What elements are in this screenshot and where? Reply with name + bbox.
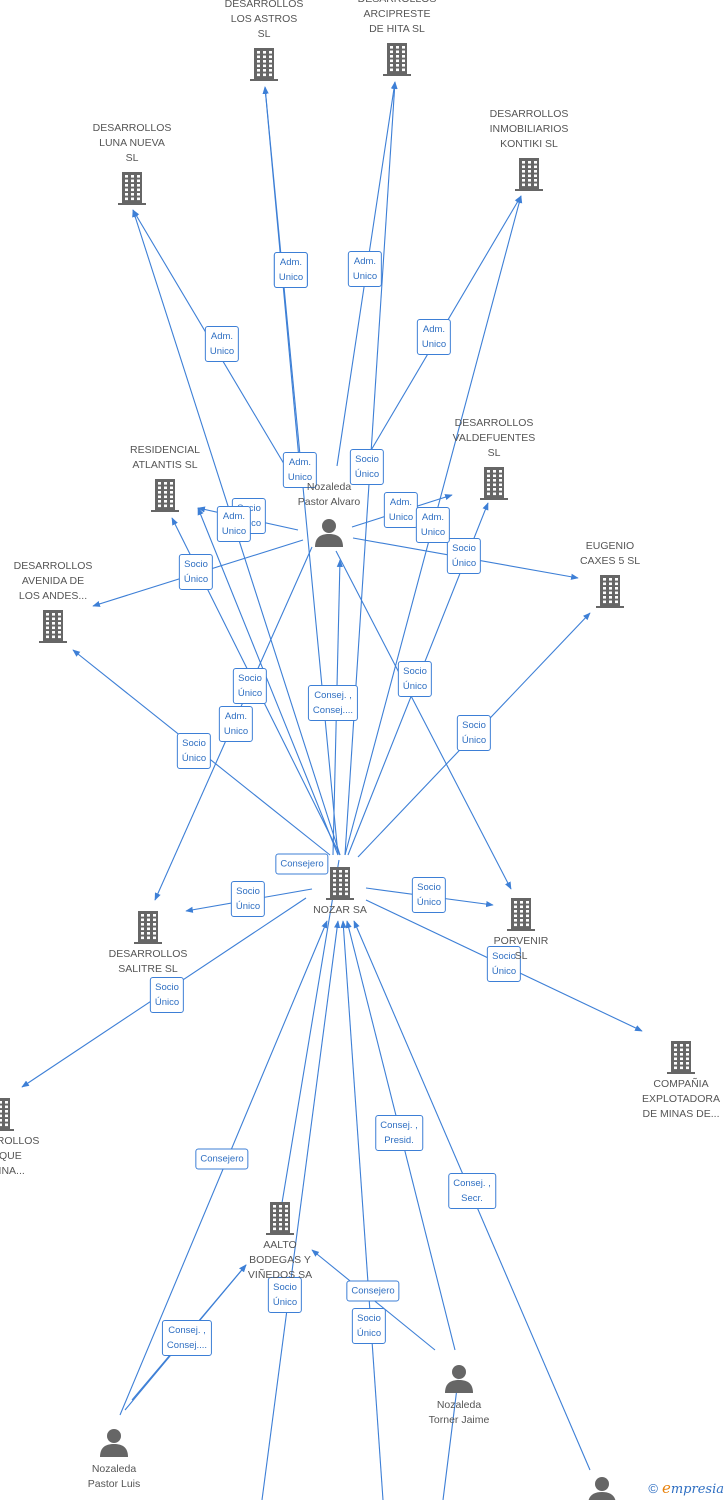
node-label: DESARROLLOS ARCIPRESTE DE HITA SL: [358, 0, 437, 35]
node-label: COMPAÑIA EXPLOTADORA DE MINAS DE...: [642, 1078, 720, 1120]
person-icon: [99, 1427, 129, 1462]
edge-label[interactable]: Adm. Unico: [383, 492, 419, 528]
node-label: Nozaleda Torner Jaime: [428, 1399, 490, 1426]
node-label: RESIDENCIAL ATLANTIS SL: [129, 444, 201, 471]
edge-line-e14: [197, 507, 339, 856]
building-icon: [149, 477, 181, 518]
building-icon: [513, 156, 545, 197]
building-icon: [116, 170, 148, 211]
edge-label[interactable]: Socio Único: [230, 881, 266, 917]
person-icon: [444, 1363, 474, 1398]
empresia-copyright[interactable]: ©empresia: [648, 1479, 724, 1497]
node-label: DESARROLLOS SALITRE SL: [108, 948, 188, 975]
building-icon: [594, 573, 626, 614]
edge-label[interactable]: Socio Único: [232, 668, 268, 704]
edge-label[interactable]: Adm. Unico: [216, 506, 252, 542]
node-label: NOZAR SA: [313, 904, 367, 916]
edge-label[interactable]: Socio Único: [176, 733, 212, 769]
node-label: DESARROLLOS VALDEFUENTES SL: [452, 417, 536, 459]
edge-label[interactable]: Consejero: [275, 853, 329, 875]
edge-bottom-jaime: [442, 1379, 461, 1500]
building-icon: [478, 465, 510, 506]
node-label: Nozaleda Pastor Luis: [87, 1463, 141, 1490]
edge-label[interactable]: Socio Único: [486, 946, 522, 982]
node-label: Nozaleda Pastor Alvaro: [297, 481, 361, 508]
edge-label[interactable]: Adm. Unico: [415, 507, 451, 543]
edge-label[interactable]: Socio Único: [149, 977, 185, 1013]
edge-label[interactable]: Consej. , Secr.: [448, 1173, 496, 1209]
edge-label[interactable]: Socio Único: [411, 877, 447, 913]
edge-label[interactable]: Socio Único: [267, 1277, 303, 1313]
empresia-logo-initial: e: [661, 1479, 671, 1497]
edge-line-e31: [340, 920, 384, 1500]
person-icon: [587, 1475, 617, 1500]
node-label: AALTO BODEGAS Y VIÑEDOS SA: [247, 1239, 313, 1281]
copyright-symbol: ©: [648, 1481, 658, 1496]
edge-label[interactable]: Consej. , Consej....: [307, 685, 359, 721]
node-label: DESARROLLOS LUNA NUEVA SL: [92, 122, 172, 164]
node-label: DESARROLLOS LOS ASTROS SL: [224, 0, 304, 40]
person-icon: [314, 517, 344, 552]
building-icon: [37, 608, 69, 649]
node-label: DESARROLLOS INMOBILIARIOS KONTIKI SL: [489, 108, 569, 150]
edge-label[interactable]: Consejero: [195, 1148, 249, 1170]
edge-label[interactable]: Adm. Unico: [273, 252, 309, 288]
edge-label[interactable]: Adm. Unico: [416, 319, 452, 355]
building-icon: [248, 46, 280, 87]
edge-label[interactable]: Socio Único: [446, 538, 482, 574]
edge-label[interactable]: Adm. Unico: [282, 452, 318, 488]
building-icon: [665, 1039, 697, 1080]
edge-label[interactable]: Socio Único: [397, 661, 433, 697]
edge-label[interactable]: Adm. Unico: [347, 251, 383, 287]
edge-label[interactable]: Adm. Unico: [218, 706, 254, 742]
node-label: DESARROLLOS AVENIDA DE LOS ANDES...: [13, 560, 93, 602]
empresia-logo-text: mpresia: [670, 1482, 724, 1497]
edge-label[interactable]: Socio Único: [456, 715, 492, 751]
edge-label[interactable]: Socio Único: [349, 449, 385, 485]
edge-line-e28: [261, 920, 341, 1500]
building-icon: [381, 41, 413, 82]
building-icon: [132, 909, 164, 950]
edge-label[interactable]: Socio Único: [351, 1308, 387, 1344]
building-icon: [264, 1200, 296, 1241]
node-label: EUGENIO CAXES 5 SL: [579, 540, 641, 567]
building-icon: [505, 896, 537, 937]
building-icon: [324, 865, 356, 906]
edge-label[interactable]: Adm. Unico: [204, 326, 240, 362]
edge-alvaro-porvenir: [335, 550, 512, 890]
node-label: PORVENIR SL: [493, 935, 549, 962]
building-icon: [0, 1096, 16, 1137]
edge-label[interactable]: Consej. , Presid.: [375, 1115, 423, 1151]
edge-label[interactable]: Socio Único: [178, 554, 214, 590]
edge-line-e20: [278, 859, 340, 1216]
edge-label[interactable]: Consej. , Consej....: [161, 1320, 213, 1356]
node-label: DESARROLLOS PARQUE MARINA...: [0, 1135, 40, 1177]
edge-label[interactable]: Consejero: [346, 1280, 400, 1302]
